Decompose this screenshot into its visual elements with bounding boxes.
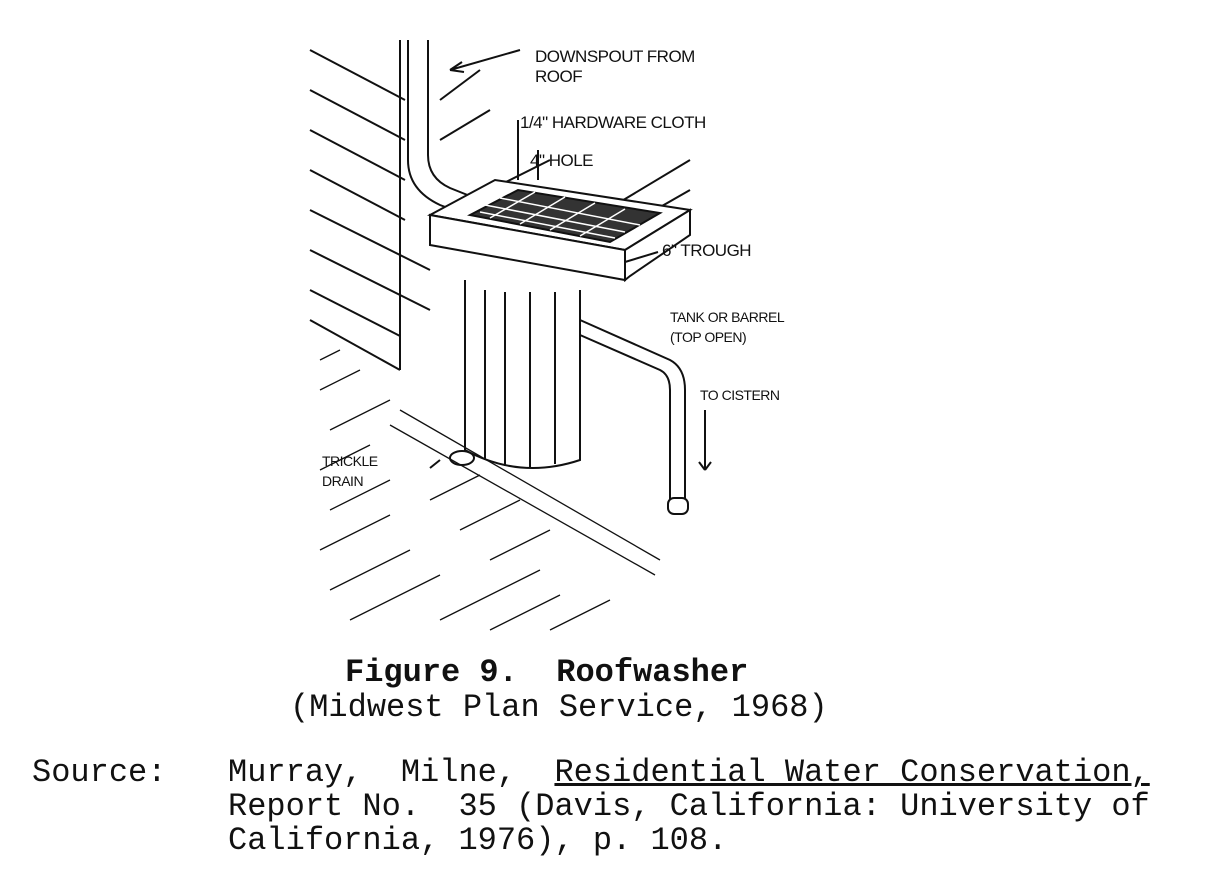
figure-title: Figure 9. Roofwasher	[345, 654, 749, 691]
label-tank: TANK OR BARREL	[670, 309, 785, 325]
source-citation: Murray, Milne, Residential Water Conserv…	[228, 756, 1150, 790]
source-line-3: California, 1976), p. 108.	[228, 822, 728, 859]
label-trickle: TRICKLE	[322, 453, 378, 469]
label-hole: 4" HOLE	[530, 151, 593, 170]
ground-hatching	[319, 349, 661, 631]
trough	[427, 178, 693, 283]
roofwasher-illustration: DOWNSPOUT FROM ROOF 1/4" HARDWARE CLOTH …	[309, 40, 785, 631]
source-line-2: Report No. 35 (Davis, California: Univer…	[228, 788, 1150, 825]
leader-lines	[429, 120, 712, 471]
source-title: Residential Water Conservation,	[554, 754, 1150, 791]
label-tank-2: (TOP OPEN)	[670, 329, 746, 345]
cistern-pipe	[579, 319, 686, 500]
source-label: Source:	[32, 754, 167, 791]
label-hardware-cloth: 1/4" HARDWARE CLOTH	[520, 113, 706, 132]
label-trough: 6" TROUGH	[662, 241, 751, 260]
label-trickle-2: DRAIN	[322, 473, 363, 489]
trickle-drain	[449, 450, 475, 466]
barrel	[464, 280, 581, 469]
label-downspout-2: ROOF	[535, 67, 582, 86]
downspout	[407, 40, 486, 221]
label-cistern: TO CISTERN	[700, 387, 780, 403]
label-downspout: DOWNSPOUT FROM	[535, 47, 695, 66]
arrow-icon	[449, 49, 521, 73]
source-authors: Murray, Milne,	[228, 754, 517, 791]
figure-attribution: (Midwest Plan Service, 1968)	[290, 689, 828, 726]
